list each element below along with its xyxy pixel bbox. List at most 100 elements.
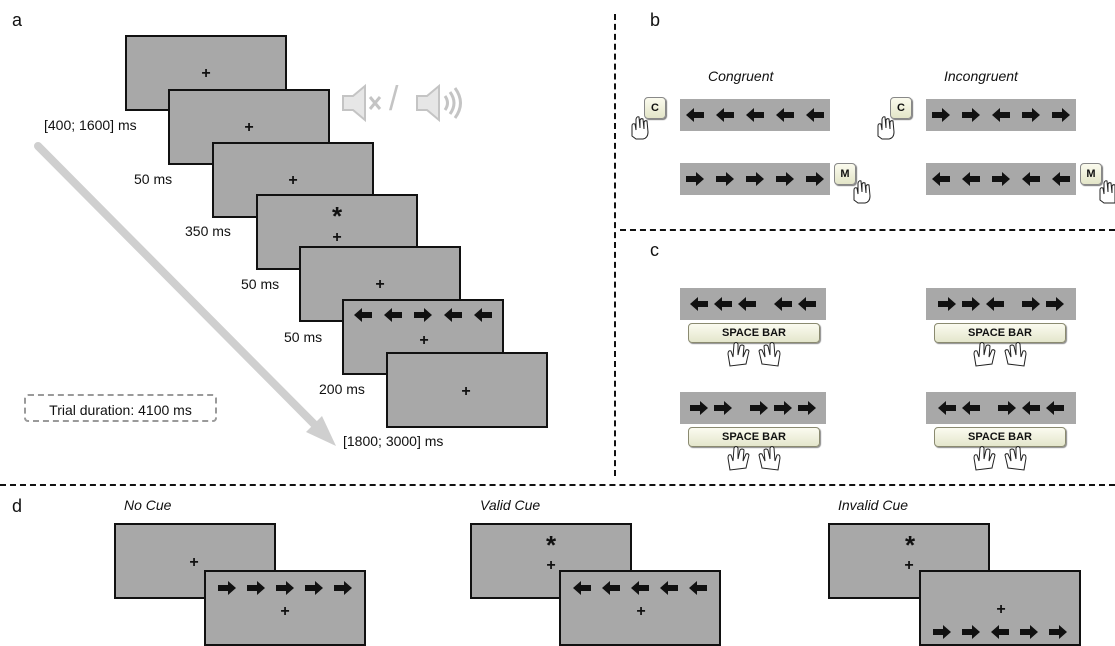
flanker-arrows <box>680 296 826 312</box>
flanker-arrows <box>680 400 826 416</box>
panel-label-d: d <box>12 496 23 516</box>
space-bar-key: SPACE BAR <box>688 323 820 343</box>
arrow-left-icon <box>714 297 732 311</box>
divider-horizontal-d <box>0 484 1115 486</box>
arrow-right-icon <box>1052 108 1070 122</box>
arrow-left-icon <box>1046 401 1064 415</box>
arrow-left-icon <box>992 108 1010 122</box>
arrow-right-icon <box>305 581 323 595</box>
two-hands-icon <box>727 342 781 367</box>
arrow-left-icon <box>689 581 707 595</box>
arrow-right-icon <box>962 108 980 122</box>
congruent-right-stimulus <box>680 163 830 195</box>
fixation-cross: + <box>419 332 429 349</box>
arrow-right-icon <box>776 172 794 186</box>
arrow-left-icon <box>354 308 372 322</box>
arrow-left-icon <box>1022 401 1040 415</box>
cue-asterisk: * <box>545 530 557 560</box>
arrow-left-icon <box>631 581 649 595</box>
arrow-right-icon <box>1049 625 1067 639</box>
target-arrows <box>212 580 358 596</box>
arrow-right-icon <box>276 581 294 595</box>
arrow-right-icon <box>686 172 704 186</box>
fixation-cross: + <box>332 229 342 246</box>
key-c: C <box>644 97 666 119</box>
screen-invalid-cue-target: + <box>919 570 1081 646</box>
fixation-cross: + <box>201 65 211 82</box>
screen-fixation-4: + <box>386 352 548 428</box>
arrow-left-icon <box>384 308 402 322</box>
arrow-right-icon <box>1022 297 1040 311</box>
screen-valid-cue-target: + <box>559 570 721 646</box>
arrow-right-icon <box>218 581 236 595</box>
congruent-left-stimulus <box>680 99 830 131</box>
arrow-left-icon <box>746 108 764 122</box>
arrow-left-icon <box>686 108 704 122</box>
two-hands-icon <box>973 446 1027 471</box>
no-cue-label: No Cue <box>124 497 172 513</box>
panel-label-c: c <box>650 240 659 260</box>
divider-horizontal-bc <box>620 229 1115 231</box>
arrow-right-icon <box>334 581 352 595</box>
trial-duration-box: Trial duration: 4100 ms <box>24 394 217 422</box>
flanker-arrows <box>926 400 1076 416</box>
arrow-right-icon <box>716 172 734 186</box>
key-c: C <box>890 97 912 119</box>
arrow-left-icon <box>738 297 756 311</box>
arrow-left-icon <box>660 581 678 595</box>
fixation-cross: + <box>375 276 385 293</box>
timing-label: 350 ms <box>185 223 231 239</box>
flanker-arrows <box>926 171 1076 187</box>
target-arrows <box>567 580 713 596</box>
fixation-cross: + <box>904 557 914 574</box>
timing-label: 200 ms <box>319 381 365 397</box>
arrow-right-icon <box>746 172 764 186</box>
arrow-left-icon <box>986 297 1004 311</box>
arrow-left-icon <box>776 108 794 122</box>
arrow-left-icon <box>962 172 980 186</box>
arrow-right-icon <box>750 401 768 415</box>
fixation-cross: + <box>546 557 556 574</box>
arrow-left-icon <box>573 581 591 595</box>
fixation-cross: + <box>461 383 471 400</box>
space-bar-key: SPACE BAR <box>934 427 1066 447</box>
arrow-left-icon <box>602 581 620 595</box>
target-arrows <box>927 624 1073 640</box>
arrow-right-icon <box>247 581 265 595</box>
cue-asterisk: * <box>904 530 916 560</box>
fixation-cross: + <box>244 119 254 136</box>
arrow-left-icon <box>690 297 708 311</box>
arrow-right-icon <box>774 401 792 415</box>
arrow-right-icon <box>938 297 956 311</box>
hand-icon <box>1099 180 1115 204</box>
space-bar-key: SPACE BAR <box>688 427 820 447</box>
arrow-left-icon <box>806 108 824 122</box>
spatial-stimulus <box>926 288 1076 320</box>
arrow-right-icon <box>690 401 708 415</box>
hand-icon <box>853 180 871 204</box>
two-hands-icon <box>727 446 781 471</box>
two-hands-icon <box>973 342 1027 367</box>
fixation-cross: + <box>189 554 199 571</box>
fixation-cross: + <box>280 603 290 620</box>
arrow-right-icon <box>714 401 732 415</box>
arrow-left-icon <box>474 308 492 322</box>
arrow-left-icon <box>774 297 792 311</box>
spatial-stimulus <box>926 392 1076 424</box>
arrow-left-icon <box>1022 172 1040 186</box>
panel-label-a: a <box>12 10 23 30</box>
arrow-right-icon <box>798 401 816 415</box>
space-bar-key: SPACE BAR <box>934 323 1066 343</box>
arrow-left-icon <box>932 172 950 186</box>
arrow-left-icon <box>444 308 462 322</box>
key-m: M <box>834 163 856 185</box>
spatial-stimulus <box>680 288 826 320</box>
hand-icon <box>631 116 649 140</box>
valid-cue-label: Valid Cue <box>480 497 541 513</box>
arrow-right-icon <box>992 172 1010 186</box>
sound-separator: / <box>389 80 399 118</box>
divider-vertical <box>614 14 616 476</box>
arrow-left-icon <box>798 297 816 311</box>
key-m: M <box>1080 163 1102 185</box>
timing-label: 50 ms <box>241 276 280 292</box>
